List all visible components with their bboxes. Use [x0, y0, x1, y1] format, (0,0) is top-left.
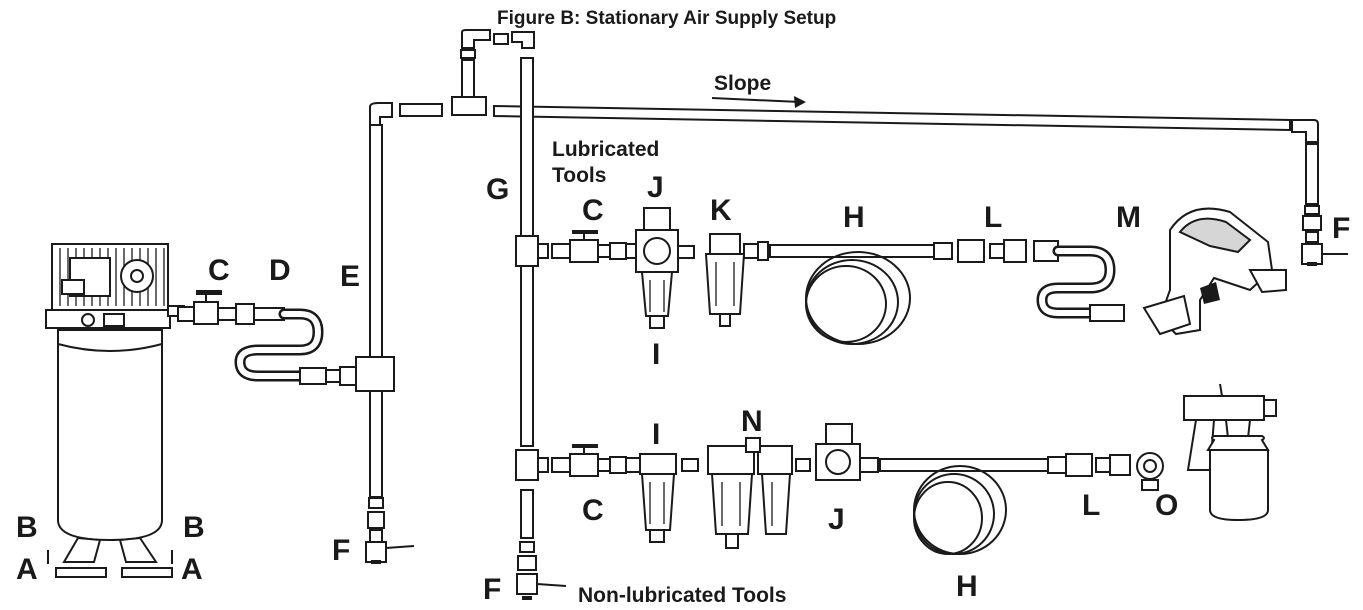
label-h-lower: H	[956, 570, 978, 603]
label-i-upper: I	[652, 338, 661, 371]
spray-gun-tool	[1183, 383, 1277, 522]
riser-pipe-g	[515, 57, 567, 600]
figure-title: Figure B: Stationary Air Supply Setup	[497, 8, 837, 29]
label-m: M	[1116, 201, 1141, 234]
lubricated-line	[551, 207, 1125, 345]
label-l-lower: L	[1082, 489, 1101, 522]
label-b-left: B	[16, 511, 38, 544]
label-h-upper: H	[843, 201, 865, 234]
air-compressor	[45, 243, 185, 578]
label-n: N	[741, 405, 763, 438]
label-o: O	[1155, 489, 1179, 522]
lubricated-heading-2: Tools	[552, 164, 607, 187]
riser-pipe-e	[355, 102, 415, 564]
lubricated-heading-1: Lubricated	[552, 138, 660, 161]
label-i-lower: I	[652, 418, 661, 451]
slope-label: Slope	[714, 72, 772, 95]
label-d: D	[269, 254, 291, 287]
label-f-center: F	[483, 573, 502, 606]
nonlubricated-heading: Non-lubricated Tools	[578, 584, 787, 607]
label-c-compressor: C	[208, 254, 230, 287]
label-a-left: A	[16, 553, 38, 586]
label-l-upper: L	[984, 201, 1003, 234]
label-c-lower: C	[582, 494, 604, 527]
compressor-hose	[234, 303, 357, 386]
nonlubricated-line	[551, 423, 1164, 555]
label-f-left: F	[332, 534, 351, 567]
label-k: K	[710, 194, 732, 227]
label-g: G	[486, 173, 510, 206]
label-a-right: A	[181, 553, 203, 586]
label-c-upper: C	[582, 194, 604, 227]
label-j-lower: J	[828, 503, 845, 536]
impact-wrench-tool	[1142, 207, 1287, 336]
shutoff-valve-compressor	[177, 290, 237, 325]
label-e: E	[340, 260, 361, 293]
top-header	[399, 29, 1348, 266]
label-b-right: B	[183, 511, 205, 544]
label-f-right: F	[1332, 212, 1351, 245]
label-j-upper: J	[647, 171, 664, 204]
